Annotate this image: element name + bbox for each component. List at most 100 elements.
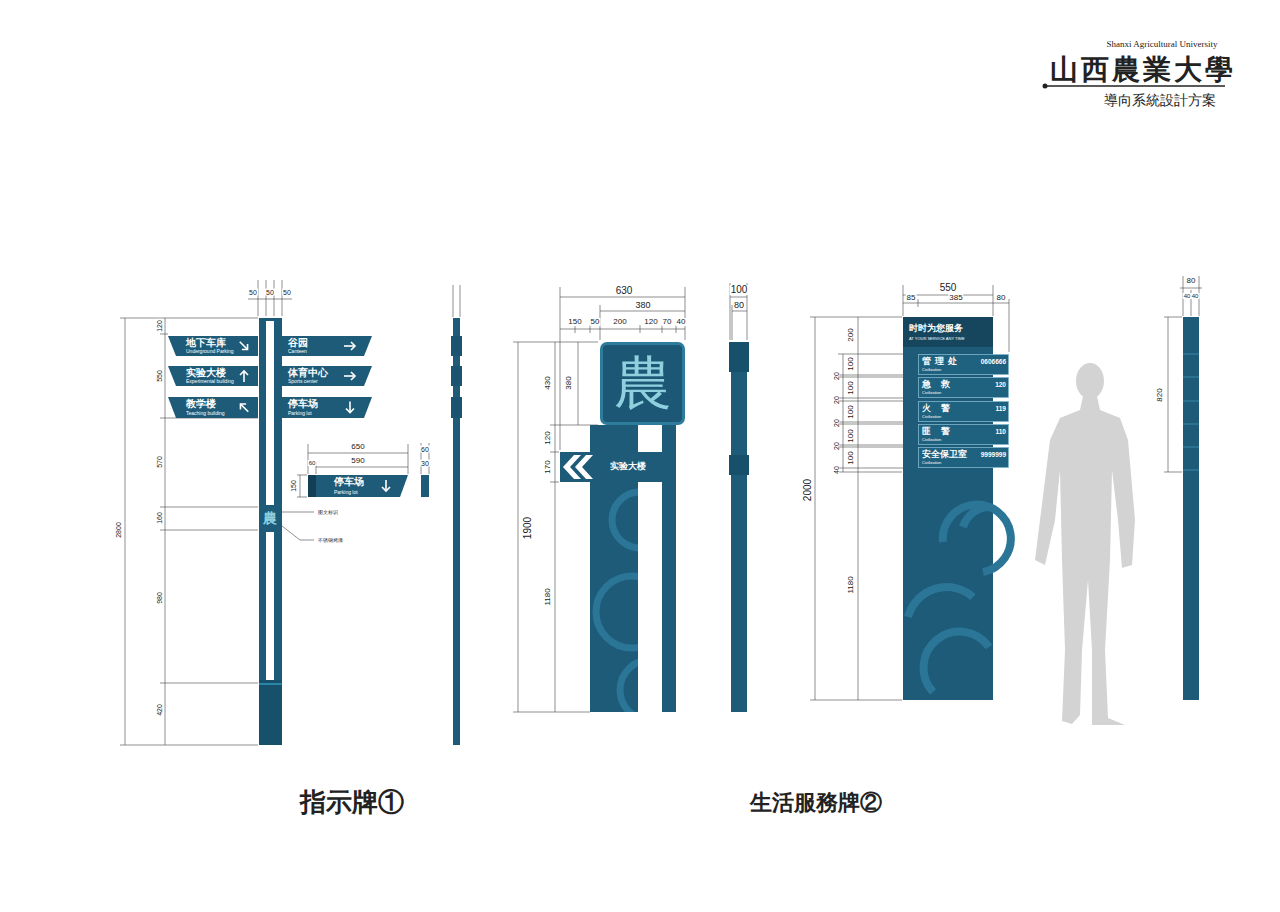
direction-blade: 停车场Parking lot [308,475,408,497]
dimension-lines [513,283,747,712]
dimension-lines [555,342,556,712]
dimension-lines [513,342,598,343]
sign-shape [346,402,354,413]
dimension-lines [1168,317,1169,472]
dimension-lines [903,285,904,316]
dimension-lines [578,342,579,425]
dimension-lines [685,287,686,340]
dimension-label: 820 [1156,387,1164,402]
dimension-lines [308,453,408,454]
dimension-label: 80 [1186,277,1197,285]
dimension-lines [732,305,733,340]
service-row: 急救120Civilization [918,377,1009,398]
dimension-lines [518,342,519,712]
dimension-label: 50 [282,289,292,296]
dimension-lines [248,299,292,300]
dimension-label: 120 [544,430,552,445]
service-panel: 时时为您服务AT YOUR SERVICE ANY TIME管理处0606666… [903,317,993,700]
row-subtitle: Civilization [922,461,941,465]
sign-pole [259,318,282,321]
english-name: Parking lot [288,411,312,416]
sign-shape [919,448,1009,468]
dimension-label: 图文标识 [317,510,339,515]
sign-post [596,576,638,648]
place-name: 实验大楼 [186,368,226,378]
dimension-lines [160,507,258,508]
dimension-label: 不锈钢烤漆 [317,538,344,543]
dimension-label: 200 [612,318,627,326]
sign-shape [919,425,1009,445]
dimension-label: 50 [590,318,601,326]
dimension-label: 650 [350,443,365,451]
dimension-label: 150 [567,318,582,326]
sign-shape [919,378,1009,398]
sign-shape [168,397,258,418]
dimension-label: 80 [996,294,1007,302]
english-name: Teaching building [186,411,225,416]
panel-subheading: AT YOUR SERVICE ANY TIME [909,337,965,341]
dimension-lines [550,452,559,453]
dimension-lines [160,334,168,335]
dimension-lines [1180,288,1202,289]
phone-number: 110 [996,429,1007,436]
dimension-label: 農 [262,512,278,526]
dimension-lines [560,297,685,298]
place-name: 停车场 [288,399,318,409]
dimension-lines [550,482,559,483]
sign-shape [282,366,372,386]
side-view-3 [1183,470,1199,471]
dimension-lines [282,280,283,316]
dimension-label: 550 [156,369,163,383]
side-view-1 [451,366,462,386]
service-name: 管理处 [922,357,961,366]
dimension-lines [160,530,258,531]
english-name: Sports center [288,379,318,384]
dimension-lines [120,745,258,746]
sign-shape [237,339,250,352]
dimension-lines [662,325,663,333]
sign-post [662,425,676,712]
dimension-lines [316,467,408,468]
service-name: 安全保卫室 [922,450,967,459]
dimension-lines [815,317,816,700]
dimension-lines [730,297,747,298]
dimension-lines [453,285,454,317]
dimension-label: Shanxi Agricultural University [1106,40,1219,49]
dimension-lines [1009,299,1010,352]
dimension-lines [300,540,314,541]
sign-shape [903,317,993,347]
dimension-label: 40 [676,318,687,326]
dimension-lines [297,497,307,498]
dimension-label: 50 [265,289,275,296]
dimension-label: 20 [833,441,840,451]
english-name: Experimental building [186,379,234,384]
dimension-lines [810,276,1202,700]
dimension-label: 指示牌① [299,790,405,816]
header-rule [1043,84,1226,89]
panel-heading: 时时为您服务 [909,324,963,333]
dimension-lines [1164,317,1182,318]
sign-shape [344,342,355,350]
sign-post [596,492,638,712]
side-view-3 [1183,401,1199,402]
sign-shape [240,342,248,350]
dimension-label: 2800 [115,521,122,539]
dimension-lines [274,280,275,316]
sign-shape [282,336,372,356]
sign-shape [382,480,390,491]
dimension-lines [160,683,258,684]
dimension-label: 550 [939,283,958,293]
service-row: 安全保卫室9999999Civilization [918,447,1009,468]
side-view-1 [451,397,462,418]
dimension-label: 170 [544,459,552,474]
place-name: 体育中心 [288,368,328,378]
dimension-label: 100 [847,450,855,465]
sign-shape [382,487,390,491]
sign-shape [351,342,355,350]
dimension-lines [838,472,902,473]
dimension-lines [120,318,258,319]
row-subtitle: Civilization [922,438,941,442]
dimension-label: 200 [847,327,855,342]
sign-pole [259,680,282,745]
